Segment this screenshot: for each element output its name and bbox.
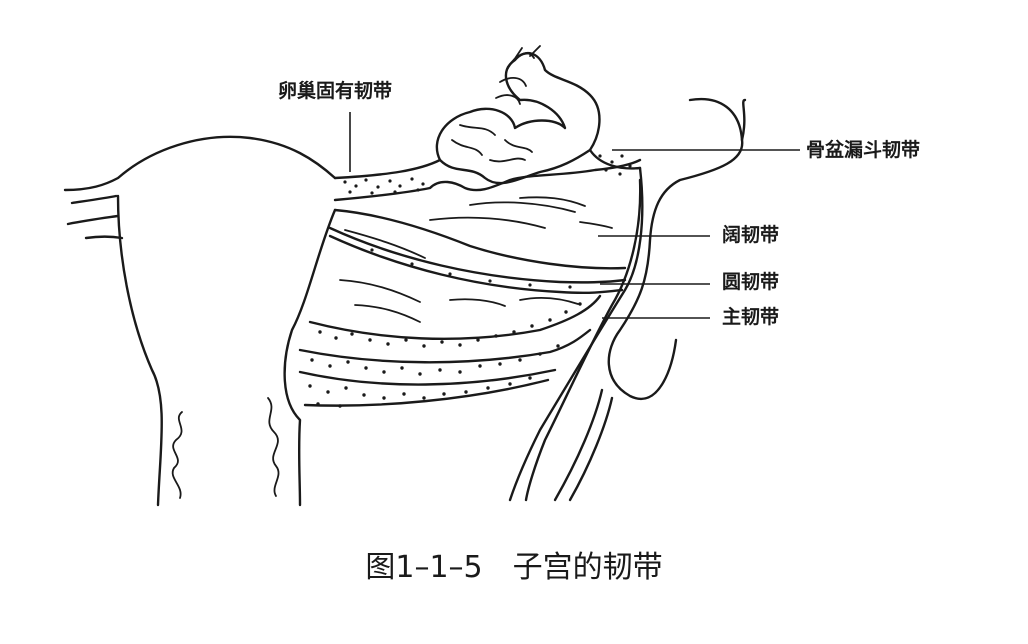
pelvic-wall: [508, 97, 747, 502]
round-ligament: [328, 226, 627, 295]
label-cardinal-ligament: 主韧带: [722, 306, 780, 328]
figure-number: 图1–1–5: [365, 550, 483, 585]
label-leader-lines: [349, 112, 800, 319]
ovary-and-tube: [333, 45, 642, 202]
uterine-ligaments-diagram: [63, 45, 800, 507]
cardinal-ligament-stipple: [308, 302, 582, 408]
uterus-outline: [63, 135, 337, 507]
figure-title: 子宫的韧带: [512, 550, 663, 585]
ovarian-ligament-stipple: [343, 154, 632, 195]
label-infundibulopelvic-ligament: 骨盆漏斗韧带: [806, 139, 921, 161]
label-ovarian-ligament: 卵巢固有韧带: [278, 80, 393, 102]
cardinal-ligament-band: [298, 294, 602, 408]
label-broad-ligament: 阔韧带: [722, 224, 780, 246]
broad-ligament-folds: [339, 279, 579, 323]
broad-ligament-region: [333, 196, 627, 270]
figure-caption: 图1–1–5 子宫的韧带: [0, 553, 1028, 583]
cervix-folds: [171, 397, 280, 499]
label-round-ligament: 圆韧带: [722, 271, 780, 293]
